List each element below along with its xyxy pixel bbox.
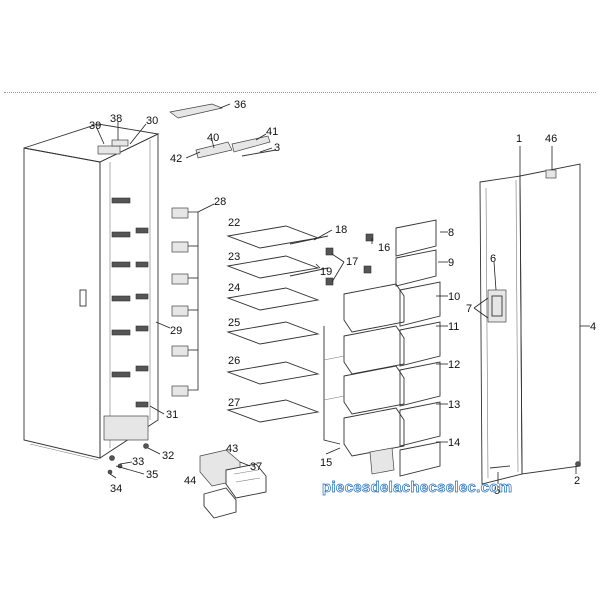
callout-41: 41 (266, 126, 278, 138)
callout-35: 35 (146, 469, 158, 481)
freezer-drawers (323, 233, 405, 475)
freezer-door (479, 163, 581, 485)
callout-33: 33 (132, 456, 144, 468)
callout-12: 12 (448, 359, 460, 371)
callout-43: 43 (226, 443, 238, 455)
top-parts (107, 103, 277, 475)
diagram-border (4, 92, 596, 594)
callout-26: 26 (228, 355, 240, 367)
ice-tray-parts (199, 449, 267, 519)
callout-6: 6 (490, 253, 496, 265)
callout-14: 14 (448, 437, 460, 449)
callout-13: 13 (448, 399, 460, 411)
callout-18: 18 (335, 224, 347, 236)
callout-labels: 39 38 30 36 40 41 42 3 28 22 23 24 25 26… (89, 99, 596, 497)
callout-11: 11 (448, 321, 459, 333)
callout-38: 38 (110, 113, 122, 125)
callout-36: 36 (234, 99, 246, 111)
callout-1: 1 (516, 133, 522, 145)
callout-5: 5 (494, 485, 500, 497)
leader-lines (95, 103, 590, 484)
watermark: piecesdelachecselec.com (322, 479, 512, 496)
callout-28: 28 (214, 196, 226, 208)
callout-30: 30 (146, 115, 158, 127)
callout-25: 25 (228, 317, 240, 329)
callout-31: 31 (166, 409, 178, 421)
callout-15: 15 (320, 457, 332, 469)
callout-2: 2 (574, 475, 580, 487)
callout-37: 37 (250, 461, 262, 473)
shelf-clips (171, 203, 215, 397)
callout-4: 4 (590, 321, 596, 333)
callout-40: 40 (207, 132, 219, 144)
drawer-panels (395, 219, 441, 477)
callout-8: 8 (448, 227, 454, 239)
callout-27: 27 (228, 397, 240, 409)
callout-9: 9 (448, 257, 454, 269)
callout-34: 34 (110, 483, 122, 495)
callout-3: 3 (274, 142, 280, 154)
callout-16: 16 (378, 242, 390, 254)
callout-19: 19 (320, 266, 332, 278)
callout-23: 23 (228, 251, 240, 263)
callout-29: 29 (170, 325, 182, 337)
callout-17: 17 (346, 256, 358, 268)
callout-44: 44 (184, 475, 196, 487)
callout-24: 24 (228, 282, 240, 294)
glass-shelves (226, 225, 329, 423)
callout-32: 32 (162, 450, 174, 462)
cabinet-body (23, 123, 160, 461)
callout-42: 42 (170, 153, 182, 165)
callout-39: 39 (89, 120, 101, 132)
callout-22: 22 (228, 217, 240, 229)
callout-46: 46 (545, 133, 557, 145)
callout-10: 10 (448, 291, 460, 303)
callout-7: 7 (466, 303, 472, 315)
